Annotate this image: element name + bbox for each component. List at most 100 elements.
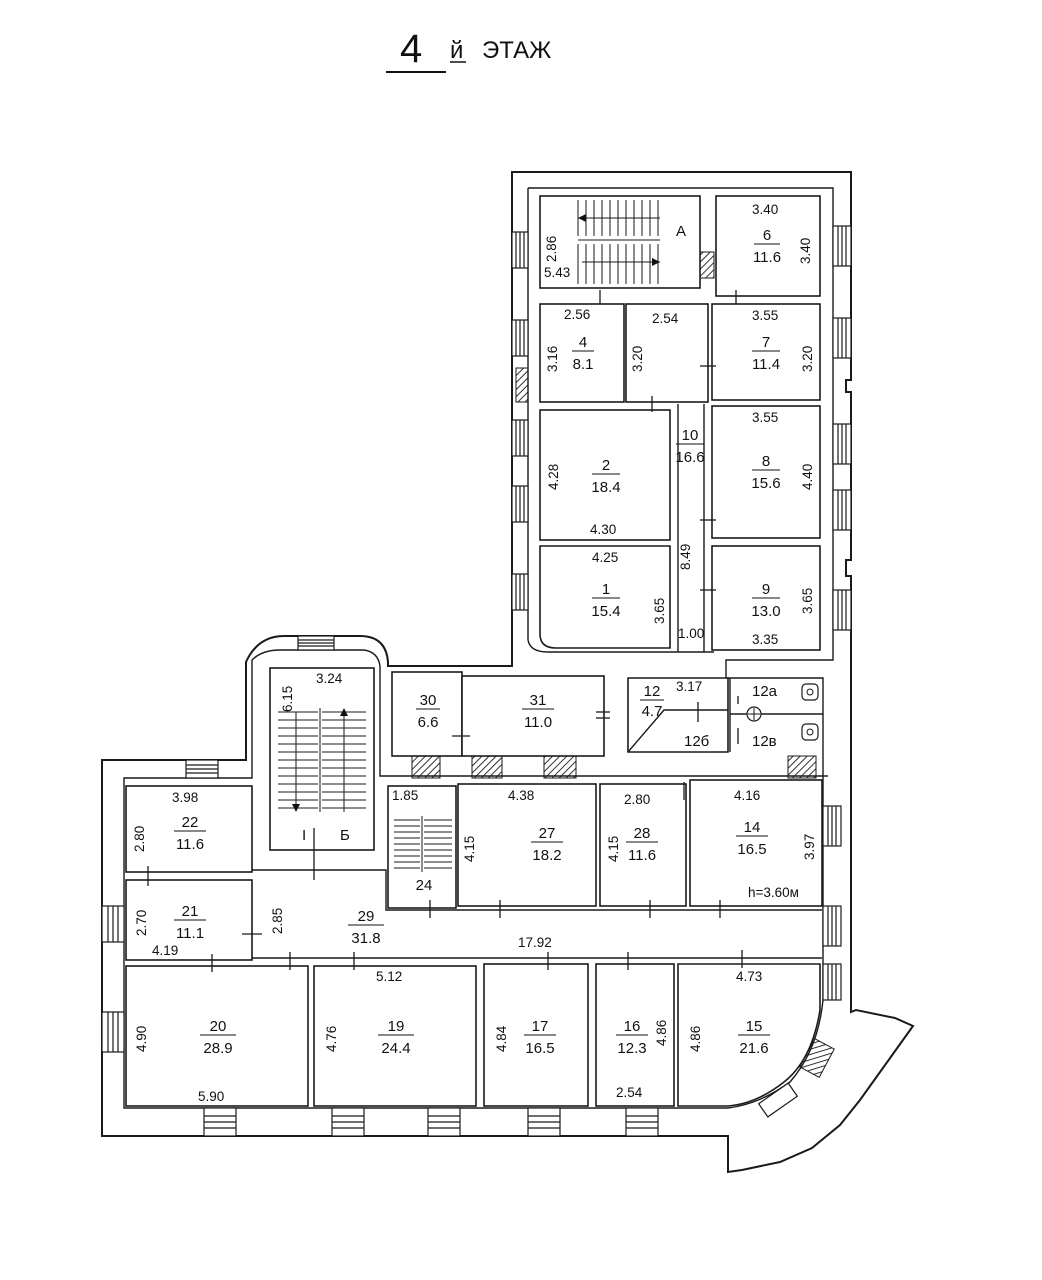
dimension-labels: 2.86 5.43 3.40 3.40 2.56 3.16 2.54 3.20 …: [132, 202, 817, 1104]
room-7: [711, 303, 821, 401]
vent-shaft: [515, 367, 529, 403]
room-label: 8: [762, 453, 770, 470]
window: [832, 317, 852, 359]
room-area: 11.6: [753, 249, 781, 266]
window: [427, 1107, 461, 1137]
dimension-label: 4.90: [134, 1026, 149, 1052]
vent-shaft: [787, 755, 817, 779]
room-20: [125, 965, 309, 1107]
outer-walls: [101, 171, 915, 1174]
room-label: 30: [420, 692, 437, 709]
vent-shaft: [699, 251, 715, 279]
room-area: 12.3: [617, 1040, 646, 1057]
window: [331, 1107, 365, 1137]
room-labels: А 6 11.6 4 8.1 7 11.4 2 18.4 10 16.6 8 1…: [174, 223, 799, 1057]
dimension-label: 4.15: [606, 836, 621, 862]
toilet-icon: [801, 723, 819, 741]
room-label: 10: [682, 427, 699, 444]
dimension-label: 5.12: [376, 969, 402, 984]
sink-icon: [746, 706, 762, 722]
window: [297, 635, 335, 651]
dimension-label: 17.92: [518, 935, 552, 950]
dimension-label: 3.65: [800, 588, 815, 614]
dimension-label: 3.16: [545, 346, 560, 372]
room-14: [689, 779, 823, 907]
dimension-label: 4.40: [800, 464, 815, 490]
outer-wall-line: [101, 171, 915, 1174]
window: [511, 573, 529, 611]
dimension-label: 4.84: [494, 1025, 509, 1052]
room-label: 24: [416, 877, 433, 894]
room-area: 28.9: [203, 1040, 232, 1057]
dimension-label: 3.55: [752, 410, 778, 425]
window: [203, 1107, 237, 1137]
dimension-label: 4.76: [324, 1026, 339, 1052]
dimension-label: 4.73: [736, 969, 762, 984]
room-9: [711, 545, 821, 651]
room-6: [715, 195, 821, 297]
dimension-label: 3.20: [800, 346, 815, 372]
stair-roman-numeral: I: [302, 827, 306, 844]
dimension-label: 2.85: [270, 908, 285, 934]
dimension-label: 3.55: [752, 308, 778, 323]
room-label: 12: [644, 683, 661, 700]
floor-word: ЭТАЖ: [482, 37, 551, 64]
floor-number: 4: [400, 27, 422, 71]
room-label: 7: [762, 334, 770, 351]
vent-shaft: [543, 755, 577, 779]
room-area: 11.0: [524, 714, 552, 731]
window: [185, 759, 219, 779]
room-area: 21.6: [739, 1040, 768, 1057]
dimension-label: 4.16: [734, 788, 760, 803]
room-label: 27: [539, 825, 556, 842]
dimension-label: 1.85: [392, 788, 418, 803]
window: [832, 423, 852, 465]
room-2: [539, 409, 671, 541]
dimension-label: 4.15: [462, 836, 477, 862]
window: [625, 1107, 659, 1137]
room-label: 14: [744, 819, 761, 836]
windows: [101, 225, 852, 1137]
room-label: 16: [624, 1018, 641, 1035]
room-label: 1: [602, 581, 610, 598]
room-label: 28: [634, 825, 651, 842]
room-area: 16.5: [525, 1040, 554, 1057]
room-label: 9: [762, 581, 770, 598]
room-8: [711, 405, 821, 539]
window: [511, 419, 529, 457]
dimension-label: 3.40: [798, 238, 813, 264]
north-block: [515, 195, 821, 652]
room-B: [269, 667, 375, 851]
dimension-label: 4.30: [590, 522, 616, 537]
room-label: 21: [182, 903, 199, 920]
room-label: Б: [340, 827, 350, 844]
dimension-label: 4.28: [546, 464, 561, 490]
dimension-label: 3.40: [752, 202, 778, 217]
dimension-label: 2.80: [624, 792, 650, 807]
room-1: [539, 545, 671, 649]
window: [832, 225, 852, 267]
window: [511, 485, 529, 523]
dimension-label: 3.65: [652, 598, 667, 624]
dimension-label: 3.35: [752, 632, 778, 647]
window: [822, 963, 842, 1001]
vent-shaft: [799, 1038, 835, 1078]
room-area: 16.6: [675, 449, 704, 466]
room-area: 11.4: [752, 356, 780, 373]
window: [527, 1107, 561, 1137]
dimension-label: 4.86: [654, 1020, 669, 1046]
room-label: А: [676, 223, 686, 240]
corridor-29-wall: [252, 869, 822, 911]
room-label: 22: [182, 814, 199, 831]
ceiling-height: h=3.60м: [748, 885, 799, 900]
room-A: [539, 195, 701, 289]
room-label: 4: [579, 334, 587, 351]
room-area: 11.1: [176, 925, 204, 942]
window: [832, 489, 852, 531]
dimension-label: 2.56: [564, 307, 590, 322]
vent-shaft: [471, 755, 503, 779]
dimension-label: 1.00: [678, 626, 704, 641]
room-area: 31.8: [351, 930, 380, 947]
room-area: 8.1: [573, 356, 594, 373]
room-label: 29: [358, 908, 375, 925]
